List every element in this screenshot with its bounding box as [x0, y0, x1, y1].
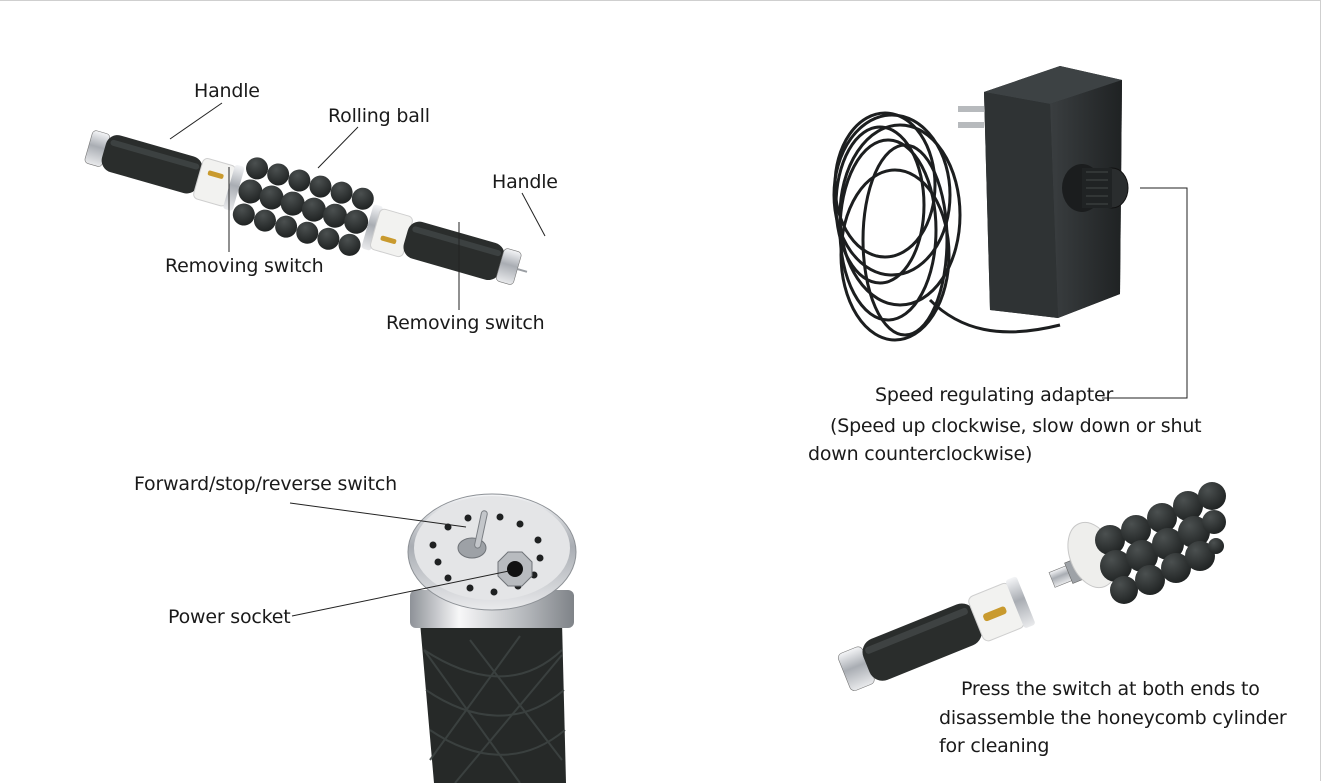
- label-rolling-ball: Rolling ball: [328, 105, 430, 127]
- label-handle-left: Handle: [194, 80, 260, 102]
- roller-device-image: [84, 130, 528, 285]
- speed-adapter-image: [832, 66, 1129, 342]
- disassembly-line3: for cleaning: [939, 735, 1050, 757]
- label-direction-switch: Forward/stop/reverse switch: [134, 473, 397, 495]
- label-removing-switch-right: Removing switch: [386, 312, 545, 334]
- disassembly-image: [837, 482, 1226, 691]
- adapter-note-line2: down counterclockwise): [808, 443, 1033, 465]
- disassembly-line2: disassemble the honeycomb cylinder: [939, 707, 1287, 729]
- label-speed-adapter: Speed regulating adapter: [875, 384, 1114, 406]
- adapter-leader-line: [1102, 187, 1188, 399]
- handle-end-image: [407, 493, 577, 783]
- roller-leader-lines: [169, 102, 546, 310]
- label-handle-right: Handle: [492, 171, 558, 193]
- disassembly-line1: Press the switch at both ends to: [961, 678, 1260, 700]
- label-removing-switch-left: Removing switch: [165, 255, 324, 277]
- label-power-socket: Power socket: [168, 606, 291, 628]
- handle-end-leader-lines: [289, 502, 510, 617]
- adapter-note-line1: (Speed up clockwise, slow down or shut: [830, 415, 1202, 437]
